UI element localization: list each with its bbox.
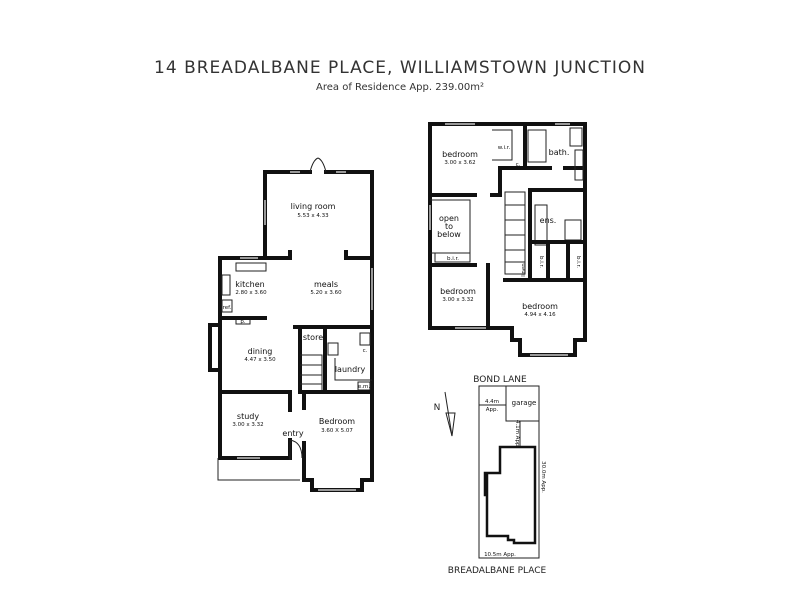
side-setback-dim: App.: [486, 407, 499, 413]
pantry-label: p.: [240, 319, 245, 325]
room-label: dining: [248, 347, 273, 356]
room-size: 3.00 x 3.62: [444, 160, 475, 166]
bir-label: b.i.r.: [575, 256, 581, 268]
ground-floor-plan: living room 5.53 x 4.33 kitchen 2.80 x 3…: [208, 157, 374, 492]
room-label: bedroom: [442, 150, 478, 159]
plan-title: 14 BREADALBANE PLACE, WILLIAMSTOWN JUNCT…: [154, 58, 646, 78]
room-size: 3.00 x 3.32: [442, 297, 473, 303]
room-size: 4.47 x 3.50: [244, 357, 276, 363]
north-arrow-icon: N: [434, 391, 456, 437]
room-size: 2.80 x 3.60: [235, 290, 267, 296]
room-size: 5.20 x 3.60: [310, 290, 342, 296]
room-label: study: [237, 412, 259, 421]
svg-text:N: N: [434, 403, 441, 413]
bond-lane-label: BOND LANE: [473, 375, 527, 385]
entry-door-icon: [289, 439, 303, 460]
room-label: kitchen: [235, 280, 264, 289]
upper-floor-plan: bedroom 3.00 x 3.62 bedroom 3.00 x 3.32 …: [428, 122, 587, 357]
open-to-below-label: open: [439, 214, 459, 223]
linen-label: linen: [521, 263, 527, 277]
ref-label: ref.: [223, 305, 232, 311]
plan-subtitle: Area of Residence App. 239.00m²: [316, 82, 484, 93]
cupboard-label: c.: [363, 348, 368, 354]
side-setback-dim: 4.4m: [485, 399, 499, 405]
room-label: living room: [291, 202, 336, 211]
laundry-label: laundry: [335, 365, 366, 374]
width-dim: 10.5m App.: [484, 552, 516, 558]
garage-label: garage: [512, 399, 537, 407]
bath-label: bath.: [549, 148, 570, 157]
wir-label: w.i.r.: [498, 145, 511, 151]
room-size: 4.94 x 4.16: [524, 312, 556, 318]
room-label: meals: [314, 280, 338, 289]
house-footprint: [483, 445, 537, 545]
room-label: Bedroom: [319, 417, 355, 426]
room-size: 3.60 X 5.07: [321, 428, 353, 434]
cupboard-label: c.: [516, 162, 521, 168]
site-plan: BOND LANE BREADALBANE PLACE garage 4.4m …: [434, 375, 547, 576]
rear-setback-dim: 4.1m App.: [514, 420, 520, 449]
depth-dim: 30.0m App.: [540, 461, 546, 493]
ensuite-label: ens.: [540, 216, 557, 225]
open-to-below-label: below: [437, 230, 461, 239]
breadalbane-place-label: BREADALBANE PLACE: [448, 566, 547, 576]
meter-label: e.m.: [358, 384, 370, 390]
store-label: store: [303, 333, 323, 342]
french-doors-icon: [309, 157, 327, 173]
room-label: bedroom: [522, 302, 558, 311]
open-to-below-label: to: [445, 222, 453, 231]
bir-label: b.i.r.: [538, 256, 544, 268]
room-size: 5.53 x 4.33: [297, 213, 329, 219]
entry-label: entry: [282, 429, 303, 438]
room-label: bedroom: [440, 287, 476, 296]
bir-label: b.i.r.: [447, 256, 459, 262]
room-size: 3.00 x 3.32: [232, 422, 263, 428]
